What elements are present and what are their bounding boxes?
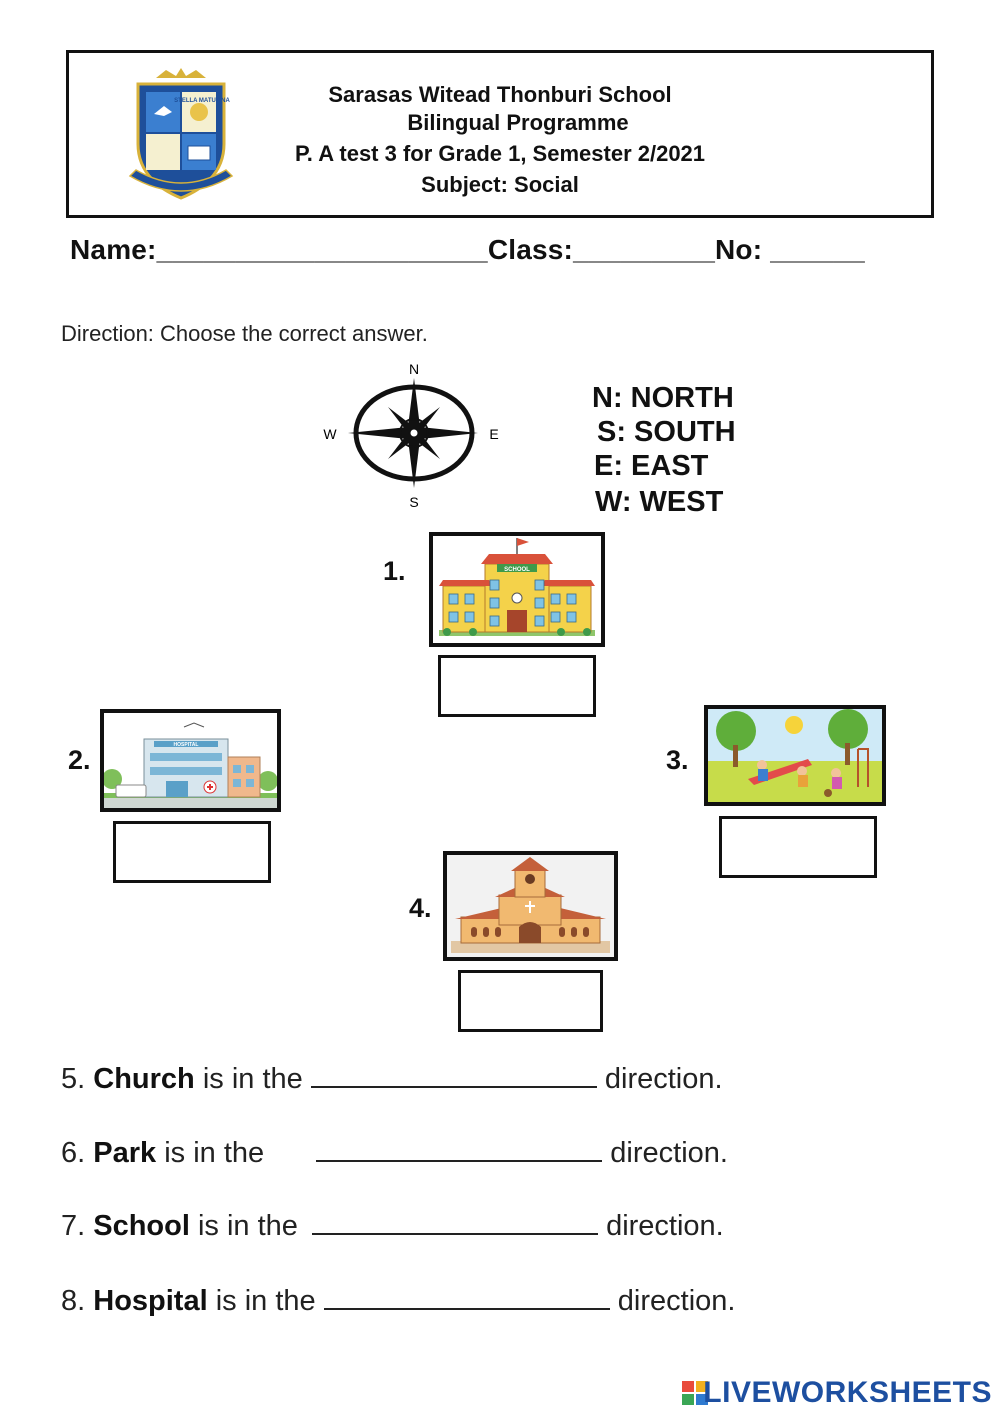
- legend-west: W: WEST: [595, 486, 724, 518]
- legend-east: E: EAST: [594, 450, 709, 482]
- name-field[interactable]: _____________________: [156, 234, 488, 265]
- park-picture: [704, 705, 886, 806]
- answer-box-2[interactable]: [113, 821, 271, 883]
- class-label: Class:: [487, 234, 574, 265]
- church-icon: [447, 855, 614, 957]
- compass-w: W: [323, 426, 337, 442]
- school-name: Sarasas Witead Thonburi School: [328, 82, 672, 107]
- no-label: No:: [715, 234, 763, 265]
- logo-motto: STELLA MATUTINA: [174, 98, 230, 104]
- question-5: 5. Church is in the direction.: [61, 1060, 723, 1096]
- school-sign: SCHOOL: [504, 567, 530, 573]
- no-field[interactable]: ______: [770, 234, 865, 265]
- compass-rose-icon: N S E W: [323, 361, 498, 510]
- school-picture: SCHOOL: [429, 532, 605, 647]
- compass-n: N: [409, 361, 419, 377]
- question-8: 8. Hospital is in the direction.: [61, 1282, 735, 1318]
- answer-blank-6[interactable]: [316, 1134, 603, 1162]
- park-icon: [708, 709, 882, 802]
- header-box: [66, 50, 934, 218]
- place-park: Park: [93, 1137, 157, 1169]
- compass-s: S: [409, 494, 418, 510]
- picture-number-3: 3.: [666, 745, 689, 775]
- hospital-picture: HOSPITAL: [100, 709, 281, 812]
- subject-label: Subject: Social: [421, 172, 579, 197]
- question-6: 6. Park is in the direction.: [61, 1134, 728, 1170]
- question-7: 7. School is in the direction.: [61, 1207, 724, 1243]
- place-school: School: [93, 1210, 190, 1242]
- liveworksheets-brand[interactable]: LIVEWORKSHEETS: [703, 1376, 992, 1409]
- church-picture: [443, 851, 618, 961]
- picture-number-1: 1.: [383, 556, 406, 586]
- answer-box-4[interactable]: [458, 970, 603, 1032]
- answer-blank-7[interactable]: [312, 1207, 598, 1235]
- picture-number-4: 4.: [409, 893, 432, 923]
- school-crest-logo: STELLA MATUTINA: [128, 68, 234, 200]
- student-info-line: Name:_____________________Class:________…: [70, 234, 865, 266]
- hospital-icon: HOSPITAL: [104, 713, 277, 808]
- place-church: Church: [93, 1063, 195, 1095]
- answer-box-3[interactable]: [719, 816, 877, 878]
- legend-north: N: NORTH: [592, 382, 734, 414]
- legend-south: S: SOUTH: [597, 416, 736, 448]
- school-icon: SCHOOL: [433, 536, 601, 643]
- answer-box-1[interactable]: [438, 655, 596, 717]
- hospital-sign: HOSPITAL: [174, 742, 199, 748]
- class-field[interactable]: _________: [573, 234, 716, 265]
- liveworksheets-logo-icon: [682, 1381, 708, 1405]
- answer-blank-5[interactable]: [310, 1060, 597, 1088]
- direction-text: Direction: Choose the correct answer.: [61, 321, 428, 346]
- programme-name: Bilingual Programme: [407, 110, 629, 135]
- name-label: Name:: [70, 234, 157, 265]
- picture-number-2: 2.: [68, 745, 91, 775]
- compass-e: E: [489, 426, 498, 442]
- place-hospital: Hospital: [93, 1285, 208, 1317]
- test-title: P. A test 3 for Grade 1, Semester 2/2021: [294, 141, 706, 166]
- answer-blank-8[interactable]: [323, 1282, 610, 1310]
